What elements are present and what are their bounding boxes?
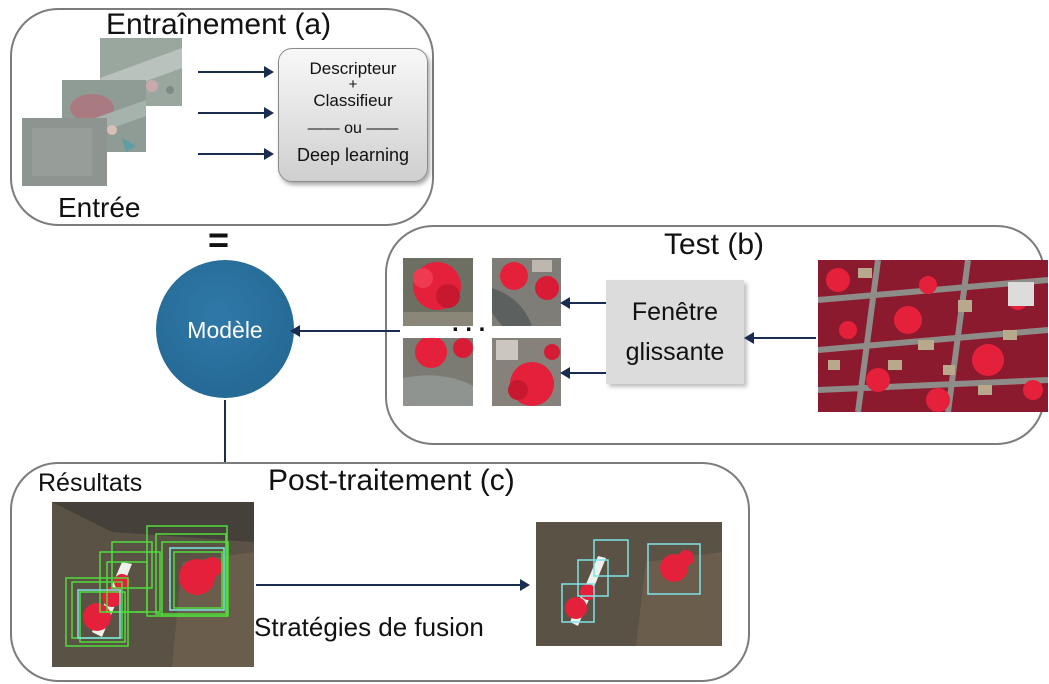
input-patch-front bbox=[22, 118, 107, 186]
window-text-line2: glissante bbox=[625, 338, 725, 366]
equals-sign: = bbox=[208, 219, 230, 260]
window-patch-4 bbox=[492, 338, 561, 406]
box-plus-text: + bbox=[348, 76, 358, 93]
window-patch-3 bbox=[403, 338, 473, 406]
results-label: Résultats bbox=[38, 469, 143, 497]
training-title: Entraînement (a) bbox=[106, 8, 332, 41]
window-text-line1: Fenêtre bbox=[631, 298, 719, 326]
model-circle bbox=[156, 260, 294, 398]
image-to-window-arrow bbox=[744, 332, 816, 344]
descriptor-classifier-box bbox=[278, 48, 428, 182]
window-arrow-bottom bbox=[560, 367, 606, 379]
box-deep-learning-text: Deep learning bbox=[296, 145, 410, 165]
window-arrow-top bbox=[560, 297, 606, 309]
box-descriptor-text: Descripteur bbox=[309, 59, 397, 78]
training-arrow-2 bbox=[198, 107, 274, 119]
box-or-text: —— ou —— bbox=[307, 120, 399, 137]
box-classifier-text: Classifieur bbox=[313, 91, 393, 110]
fusion-label: Stratégies de fusion bbox=[254, 612, 484, 642]
input-label: Entrée bbox=[58, 192, 141, 223]
model-label: Modèle bbox=[187, 317, 263, 343]
fused-result-image bbox=[536, 522, 722, 646]
window-patch-2 bbox=[492, 258, 561, 326]
fusion-arrow bbox=[256, 579, 530, 591]
window-patch-1 bbox=[403, 258, 473, 326]
training-arrow-3 bbox=[198, 148, 274, 160]
sliding-window-box bbox=[606, 280, 744, 384]
patches-ellipsis: . . . bbox=[452, 310, 486, 337]
aerial-image bbox=[818, 260, 1048, 412]
training-arrow-1 bbox=[198, 66, 274, 78]
results-image bbox=[52, 502, 254, 667]
post-processing-title: Post-traitement (c) bbox=[268, 464, 515, 497]
test-to-model-arrow bbox=[290, 325, 400, 337]
test-title: Test (b) bbox=[664, 228, 765, 261]
